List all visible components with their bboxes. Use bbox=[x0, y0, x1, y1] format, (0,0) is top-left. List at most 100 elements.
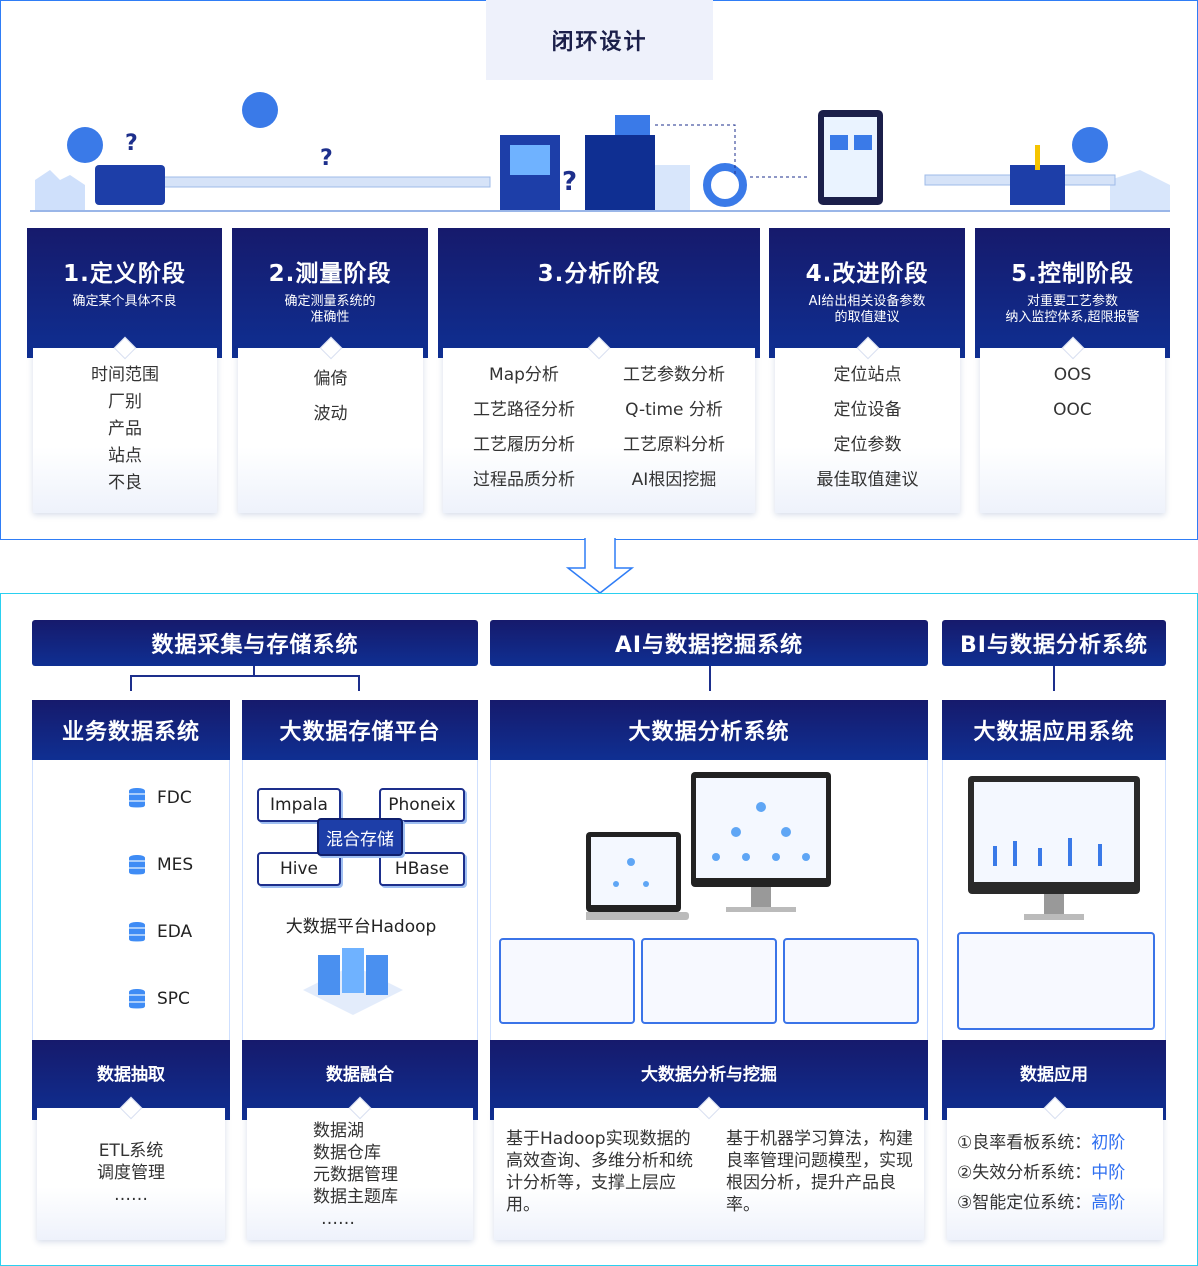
db-label: FDC bbox=[157, 788, 192, 808]
list-item: Q-time 分析 bbox=[625, 400, 723, 420]
list-item: AI根因挖掘 bbox=[631, 470, 717, 490]
list-item: 厂别 bbox=[108, 392, 142, 412]
list-item: 工艺路径分析 bbox=[473, 400, 575, 420]
system-storage-title: 大数据存储平台 bbox=[242, 700, 478, 760]
storage-body: Impala Phoneix Hive HBase 混合存储 大数据平台Hado… bbox=[242, 760, 478, 1042]
tag-hive: Hive bbox=[257, 852, 341, 886]
chart-thumbnail bbox=[641, 938, 777, 1024]
db-mes: MES bbox=[129, 855, 193, 875]
stage-title: 2.测量阶段 bbox=[268, 261, 392, 287]
list-item: 工艺履历分析 bbox=[473, 435, 575, 455]
data-fusion-card: 数据湖 数据仓库 元数据管理 数据主题库 …… bbox=[247, 1096, 473, 1240]
list-item: 不良 bbox=[108, 473, 142, 493]
stage-define-card: 时间范围 厂别 产品 站点 不良 bbox=[33, 336, 217, 513]
app-item: ②失效分析系统：中阶 bbox=[957, 1158, 1163, 1188]
db-label: EDA bbox=[157, 922, 193, 942]
app-name: ③智能定位系统： bbox=[957, 1193, 1092, 1213]
analysis-mining-card: 基于Hadoop实现数据的高效查询、多维分析和统计分析等，支撑上层应用。 基于机… bbox=[494, 1096, 924, 1240]
database-icon bbox=[129, 922, 145, 942]
stage-control-card: OOS OOC bbox=[980, 336, 1165, 513]
stage-measure-header: 2.测量阶段 确定测量系统的 准确性 bbox=[232, 228, 428, 358]
factory-illustration: ? ? ? bbox=[30, 92, 1170, 212]
list-item: 调度管理 bbox=[97, 1163, 165, 1183]
list-item: 数据主题库 bbox=[313, 1187, 398, 1207]
list-item: 工艺原料分析 bbox=[623, 435, 725, 455]
db-label: MES bbox=[157, 855, 194, 875]
list-item: 定位参数 bbox=[833, 435, 902, 455]
database-icon bbox=[129, 788, 145, 808]
svg-text:?: ? bbox=[320, 146, 333, 171]
stage-subtitle: AI给出相关设备参数 的取值建议 bbox=[808, 294, 926, 325]
db-eda: EDA bbox=[129, 922, 192, 942]
category-data-collection: 数据采集与存储系统 bbox=[32, 620, 478, 666]
stage-measure-card: 偏倚 波动 bbox=[238, 336, 423, 513]
stage-define-header: 1.定义阶段 确定某个具体不良 bbox=[27, 228, 222, 358]
list-item: 产品 bbox=[108, 419, 142, 439]
stage-subtitle: 对重要工艺参数 纳入监控体系,超限报警 bbox=[1005, 294, 1140, 325]
list-item: 最佳取值建议 bbox=[816, 470, 919, 490]
list-item: …… bbox=[114, 1185, 148, 1205]
stage-analyze-header: 3.分析阶段 bbox=[438, 228, 760, 358]
list-item: 过程品质分析 bbox=[473, 470, 575, 490]
stage-title: 4.改进阶段 bbox=[805, 261, 929, 287]
data-application-card: ①良率看板系统：初阶 ②失效分析系统：中阶 ③智能定位系统：高阶 bbox=[947, 1096, 1163, 1240]
stage-title: 3.分析阶段 bbox=[537, 261, 661, 287]
list-item: 数据湖 bbox=[313, 1121, 364, 1141]
ml-description: 基于机器学习算法，构建良率管理问题模型，实现根因分析，提升产品良率。 bbox=[726, 1129, 913, 1215]
business-data-body: FDC MES EDA SPC bbox=[32, 760, 230, 1042]
list-item: ETL系统 bbox=[98, 1141, 164, 1161]
list-item: OOC bbox=[1053, 400, 1092, 420]
category-ai-mining: AI与数据挖掘系统 bbox=[490, 620, 928, 666]
list-item: Map分析 bbox=[489, 365, 559, 385]
tag-hybrid-storage: 混合存储 bbox=[317, 818, 403, 856]
system-business-data-title: 业务数据系统 bbox=[32, 700, 230, 760]
tag-phoneix: Phoneix bbox=[379, 788, 465, 822]
list-item: OOS bbox=[1053, 365, 1092, 385]
system-application-title: 大数据应用系统 bbox=[942, 700, 1166, 760]
hadoop-platform-label: 大数据平台Hadoop bbox=[285, 917, 437, 937]
chart-thumbnail bbox=[499, 938, 635, 1024]
list-item: 时间范围 bbox=[91, 365, 159, 385]
tag-hbase: HBase bbox=[379, 852, 465, 886]
app-level: 中阶 bbox=[1091, 1163, 1126, 1183]
tag-impala: Impala bbox=[257, 788, 341, 822]
application-body bbox=[942, 760, 1166, 1042]
list-item: 站点 bbox=[108, 446, 142, 466]
hadoop-description: 基于Hadoop实现数据的高效查询、多维分析和统计分析等，支撑上层应用。 bbox=[506, 1129, 693, 1215]
stage-subtitle: 确定测量系统的 准确性 bbox=[284, 294, 376, 325]
system-analysis-title: 大数据分析系统 bbox=[490, 700, 928, 760]
list-item: 波动 bbox=[313, 404, 348, 424]
stage-subtitle: 确定某个具体不良 bbox=[72, 294, 177, 309]
app-name: ①良率看板系统： bbox=[957, 1133, 1092, 1153]
list-item: 定位站点 bbox=[833, 365, 902, 385]
db-fdc: FDC bbox=[129, 788, 192, 808]
list-item: 偏倚 bbox=[313, 369, 348, 389]
app-item: ③智能定位系统：高阶 bbox=[957, 1188, 1163, 1218]
analysis-body bbox=[490, 760, 928, 1042]
chart-thumbnail bbox=[957, 932, 1155, 1030]
stage-improve-card: 定位站点 定位设备 定位参数 最佳取值建议 bbox=[775, 336, 960, 513]
monitor-dashboard-image bbox=[968, 776, 1140, 920]
stage-improve-header: 4.改进阶段 AI给出相关设备参数 的取值建议 bbox=[769, 228, 965, 358]
svg-text:?: ? bbox=[125, 131, 138, 156]
app-level: 高阶 bbox=[1091, 1193, 1126, 1213]
chart-thumbnail bbox=[783, 938, 919, 1024]
list-item: 定位设备 bbox=[833, 400, 902, 420]
database-icon bbox=[129, 855, 145, 875]
svg-text:?: ? bbox=[562, 167, 577, 197]
app-name: ②失效分析系统： bbox=[957, 1163, 1092, 1183]
dashboard-devices-image bbox=[586, 772, 831, 920]
app-item: ①良率看板系统：初阶 bbox=[957, 1128, 1163, 1158]
list-item: 元数据管理 bbox=[313, 1165, 398, 1185]
list-item: 数据仓库 bbox=[313, 1143, 381, 1163]
app-level: 初阶 bbox=[1091, 1133, 1126, 1153]
stage-title: 1.定义阶段 bbox=[63, 261, 186, 287]
db-label: SPC bbox=[157, 989, 190, 1009]
page-title: 闭环设计 bbox=[486, 0, 713, 80]
stage-analyze-card: Map分析 工艺路径分析 工艺履历分析 过程品质分析 工艺参数分析 Q-time… bbox=[443, 336, 755, 513]
down-arrow-icon bbox=[565, 538, 635, 594]
list-item: 工艺参数分析 bbox=[623, 365, 725, 385]
db-spc: SPC bbox=[129, 989, 190, 1009]
list-item: …… bbox=[321, 1209, 355, 1229]
stage-control-header: 5.控制阶段 对重要工艺参数 纳入监控体系,超限报警 bbox=[975, 228, 1170, 358]
